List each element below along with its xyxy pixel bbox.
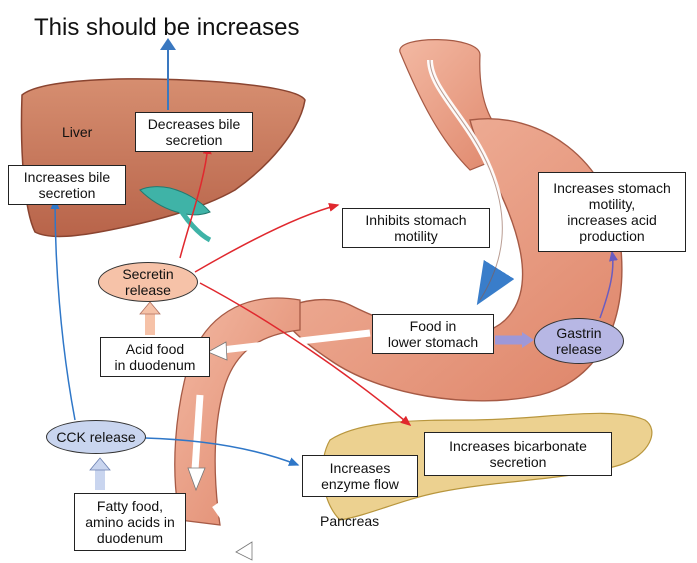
fatty-food-box: Fatty food, amino acids in duodenum: [74, 493, 186, 551]
cck-to-enzyme-arrow: [145, 438, 298, 465]
inhibits-motility-box: Inhibits stomach motility: [342, 208, 490, 248]
duodenum-shape: [175, 298, 300, 525]
pancreas-label: Pancreas: [320, 513, 379, 529]
increases-motility-box: Increases stomach motility, increases ac…: [538, 172, 686, 252]
bicarbonate-box: Increases bicarbonate secretion: [424, 432, 612, 476]
liver-shape: [22, 79, 305, 237]
duodenum-flow-arrow: [195, 395, 200, 470]
enzyme-flow-box: Increases enzyme flow: [302, 455, 418, 497]
decreases-bile-box: Decreases bile secretion: [135, 112, 253, 152]
secretin-to-stomach-arrow: [195, 205, 338, 272]
annotation-note: This should be increases: [34, 14, 299, 42]
increases-bile-box: Increases bile secretion: [8, 165, 126, 205]
liver-label: Liver: [62, 124, 92, 140]
cck-release-oval: CCK release: [46, 420, 146, 454]
acid-food-box: Acid food in duodenum: [100, 337, 210, 377]
secretin-release-oval: Secretin release: [98, 262, 198, 302]
food-lower-stomach-box: Food in lower stomach: [372, 314, 494, 354]
gastrin-release-oval: Gastrin release: [534, 318, 624, 364]
